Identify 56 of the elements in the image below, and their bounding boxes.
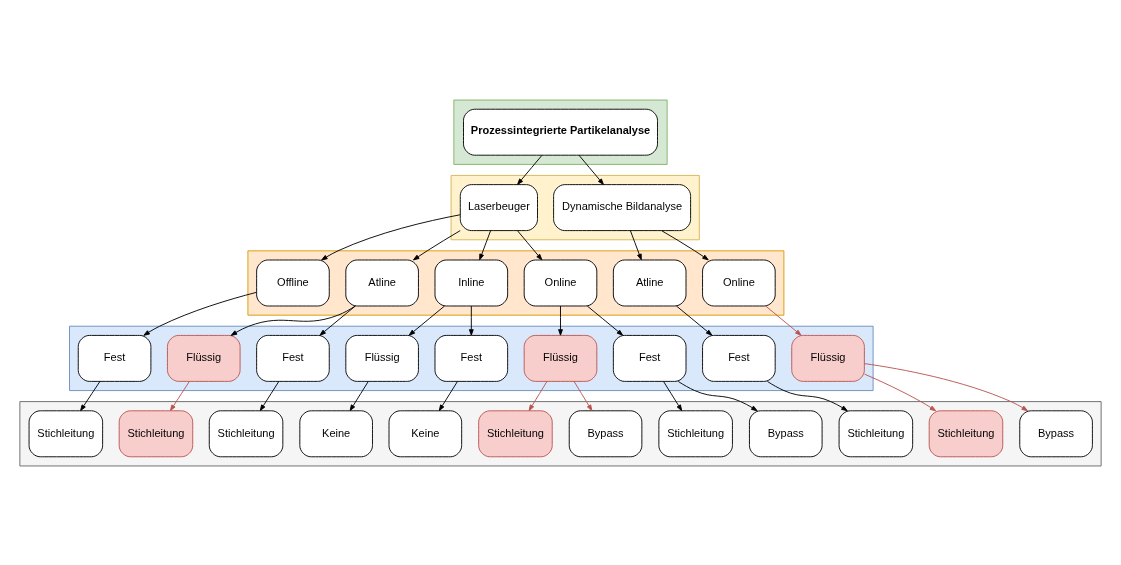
node-box: Stichleitung bbox=[928, 409, 1004, 457]
arrow bbox=[677, 380, 758, 411]
node-box: Atline bbox=[612, 259, 687, 306]
node-box: Keine bbox=[388, 409, 463, 457]
node-box: Atline bbox=[345, 259, 419, 306]
cluster bbox=[453, 99, 668, 165]
node-box: Stichleitung bbox=[658, 409, 733, 457]
node-box: Bypass bbox=[568, 409, 643, 457]
arrow bbox=[528, 380, 548, 411]
arrow bbox=[663, 380, 683, 411]
node-box: Flüssig bbox=[523, 334, 598, 382]
node-box: Stichleitung bbox=[118, 409, 194, 457]
arrow bbox=[765, 305, 802, 336]
node-box: Fest bbox=[434, 334, 509, 382]
arrow bbox=[517, 154, 543, 185]
node-box: Stichleitung bbox=[208, 409, 284, 457]
node-box: Flüssig bbox=[345, 334, 419, 382]
node-box: Flüssig bbox=[167, 334, 241, 382]
node-box: Inline bbox=[434, 259, 509, 306]
arrow bbox=[438, 380, 458, 411]
node-box: Stichleitung bbox=[838, 409, 914, 457]
node-box: Bypass bbox=[749, 409, 823, 457]
arrow bbox=[80, 380, 101, 411]
node-box: Prozessintegrierte Partikelanalyse bbox=[463, 108, 658, 156]
arrow bbox=[864, 373, 937, 411]
arrow bbox=[319, 305, 356, 336]
node-box: Online bbox=[523, 259, 598, 306]
arrow bbox=[516, 229, 543, 260]
node-box: Laserbeuger bbox=[459, 183, 538, 231]
arrow bbox=[468, 305, 474, 336]
node-box: Offline bbox=[256, 259, 330, 306]
arrow bbox=[321, 213, 461, 260]
node-box: Fest bbox=[77, 334, 152, 382]
node-box: Fest bbox=[702, 334, 776, 382]
arrow bbox=[230, 305, 356, 336]
arrow bbox=[558, 305, 563, 336]
arrow bbox=[573, 380, 593, 411]
arrow bbox=[863, 362, 1028, 411]
node-box: Stichleitung bbox=[28, 409, 104, 457]
arrow bbox=[629, 229, 642, 260]
node-box: Fest bbox=[256, 334, 330, 382]
arrow bbox=[143, 291, 257, 336]
node-box: Flüssig bbox=[791, 334, 865, 382]
node-box: Bypass bbox=[1019, 409, 1093, 457]
arrow bbox=[767, 380, 848, 411]
arrow bbox=[479, 229, 492, 260]
node-box: Online bbox=[702, 259, 776, 306]
arrow bbox=[170, 380, 190, 411]
node-box: Fest bbox=[612, 334, 687, 382]
arrow bbox=[259, 380, 280, 411]
arrow bbox=[578, 154, 604, 185]
node-box: Dynamische Bildanalyse bbox=[553, 183, 692, 231]
node-box: Stichleitung bbox=[478, 409, 553, 457]
arrow bbox=[413, 229, 461, 260]
arrow bbox=[349, 380, 369, 411]
node-box: Keine bbox=[299, 409, 373, 457]
